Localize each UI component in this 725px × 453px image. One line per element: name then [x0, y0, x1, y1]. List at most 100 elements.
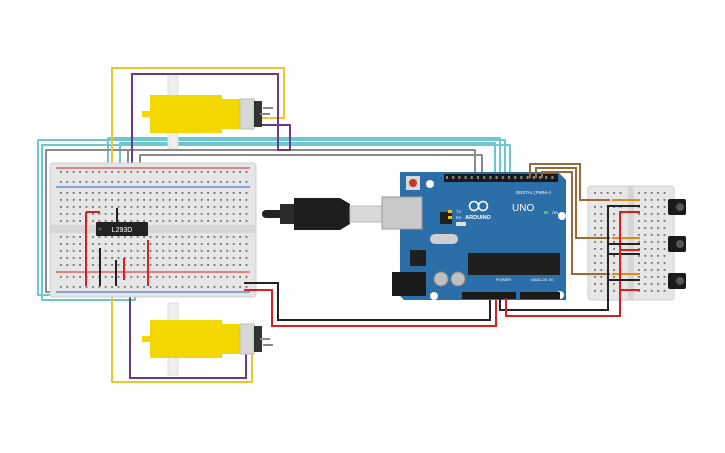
- wire-brown-3[interactable]: [541, 171, 610, 275]
- breadboard-hole: [117, 276, 120, 278]
- power-header-label: POWER: [496, 277, 511, 282]
- breadboard-hole: [207, 171, 209, 173]
- wire-red-rail[interactable]: [619, 211, 640, 290]
- breadboard-hole: [79, 199, 81, 201]
- breadboard-hole: [213, 192, 216, 194]
- breadboard-hole: [245, 250, 248, 252]
- breadboard-hole: [657, 283, 659, 285]
- breadboard-hole: [117, 213, 120, 215]
- breadboard-hole: [168, 220, 171, 222]
- breadboard-hole: [663, 248, 666, 250]
- breadboard-hole: [657, 220, 659, 222]
- breadboard-hole: [657, 255, 659, 257]
- breadboard-hole: [104, 286, 107, 288]
- l293d-chip[interactable]: L293D: [96, 222, 148, 236]
- breadboard-hole: [181, 264, 184, 266]
- breadboard-hole: [168, 250, 171, 252]
- breadboard-hole: [638, 269, 640, 271]
- gear-motor-top[interactable]: [142, 75, 273, 149]
- breadboard-hole: [650, 234, 653, 236]
- breadboard-hole: [156, 243, 158, 245]
- wire-yellow-bottom[interactable]: [111, 265, 253, 383]
- breadboard-hole: [207, 257, 209, 259]
- breadboard-hole: [638, 283, 640, 285]
- breadboard-hole: [600, 248, 603, 250]
- ir-sensor-3[interactable]: [668, 273, 686, 289]
- breadboard-hole: [188, 181, 190, 183]
- breadboard-hole: [149, 236, 152, 238]
- breadboard-hole: [232, 264, 235, 266]
- breadboard-hole: [149, 192, 152, 194]
- ir-sensor-2[interactable]: [668, 236, 686, 252]
- breadboard-hole: [232, 181, 235, 183]
- breadboard-hole: [66, 243, 69, 245]
- breadboard-hole: [60, 206, 62, 208]
- breadboard-hole: [104, 220, 107, 222]
- breadboard-hole: [66, 220, 69, 222]
- wire-brown-2[interactable]: [535, 167, 610, 239]
- breadboard-hole: [663, 290, 666, 292]
- breadboard-hole: [168, 171, 171, 173]
- wire-yellow-top[interactable]: [111, 67, 285, 190]
- breadboard-hole: [594, 234, 596, 236]
- wire-purple-top[interactable]: [131, 73, 291, 190]
- breadboard-hole: [644, 276, 647, 278]
- breadboard-hole: [117, 206, 120, 208]
- breadboard-hole: [594, 248, 596, 250]
- breadboard-hole: [638, 234, 640, 236]
- breadboard-hole: [644, 248, 647, 250]
- breadboard-hole: [213, 220, 216, 222]
- breadboard-hole: [650, 227, 653, 229]
- breadboard-hole: [111, 257, 113, 259]
- ir-sensor-1[interactable]: [668, 199, 686, 215]
- breadboard-hole: [72, 257, 75, 259]
- breadboard-hole: [207, 276, 209, 278]
- breadboard-hole: [594, 255, 596, 257]
- breadboard-hole: [644, 199, 647, 201]
- breadboard-hole: [143, 236, 145, 238]
- breadboard-hole: [79, 236, 81, 238]
- breadboard-hole: [213, 206, 216, 208]
- wire-black-rail[interactable]: [607, 205, 640, 254]
- wire-black-power[interactable]: [244, 282, 491, 321]
- wire-brown-1[interactable]: [529, 163, 610, 201]
- power-jack: [392, 272, 426, 296]
- breadboard-hole: [239, 257, 241, 259]
- breadboard-hole: [72, 243, 75, 245]
- wire-red-power[interactable]: [244, 289, 497, 327]
- wire-group-sensors: [499, 163, 640, 317]
- arduino-uno[interactable]: ARDUINO UNO DIGITAL (PWM~) POWER ANALOG …: [381, 172, 566, 300]
- breadboard-hole: [600, 241, 603, 243]
- breadboard-hole: [104, 199, 107, 201]
- breadboard-hole: [663, 206, 666, 208]
- usb-cable[interactable]: [262, 198, 383, 230]
- breadboard-hole: [650, 276, 653, 278]
- gear-motor-bottom[interactable]: [142, 302, 273, 376]
- breadboard-hole: [638, 276, 640, 278]
- breadboard-hole: [600, 234, 603, 236]
- breadboard-hole: [130, 257, 133, 259]
- wire-red-sensor[interactable]: [505, 289, 640, 317]
- breadboard-hole: [594, 192, 596, 194]
- breadboard-hole: [594, 290, 596, 292]
- breadboard-hole: [207, 192, 209, 194]
- breadboard-hole: [226, 250, 229, 252]
- breadboard-hole: [663, 283, 666, 285]
- breadboard-hole: [72, 236, 75, 238]
- breadboard-hole: [104, 192, 107, 194]
- breadboard-hole: [220, 220, 222, 222]
- breadboard-hole: [168, 199, 171, 201]
- breadboard-hole: [188, 250, 190, 252]
- breadboard-hole: [66, 276, 69, 278]
- breadboard-hole: [143, 213, 145, 215]
- breadboard-hole: [124, 220, 126, 222]
- wire-black-sensor[interactable]: [499, 253, 640, 311]
- breadboard-hole: [226, 181, 229, 183]
- breadboard-hole: [136, 257, 139, 259]
- wire-purple-bottom[interactable]: [129, 265, 247, 379]
- breadboard-hole: [245, 220, 248, 222]
- breadboard-hole: [181, 220, 184, 222]
- power-header-strip: [462, 292, 516, 299]
- breadboard-hole: [232, 213, 235, 215]
